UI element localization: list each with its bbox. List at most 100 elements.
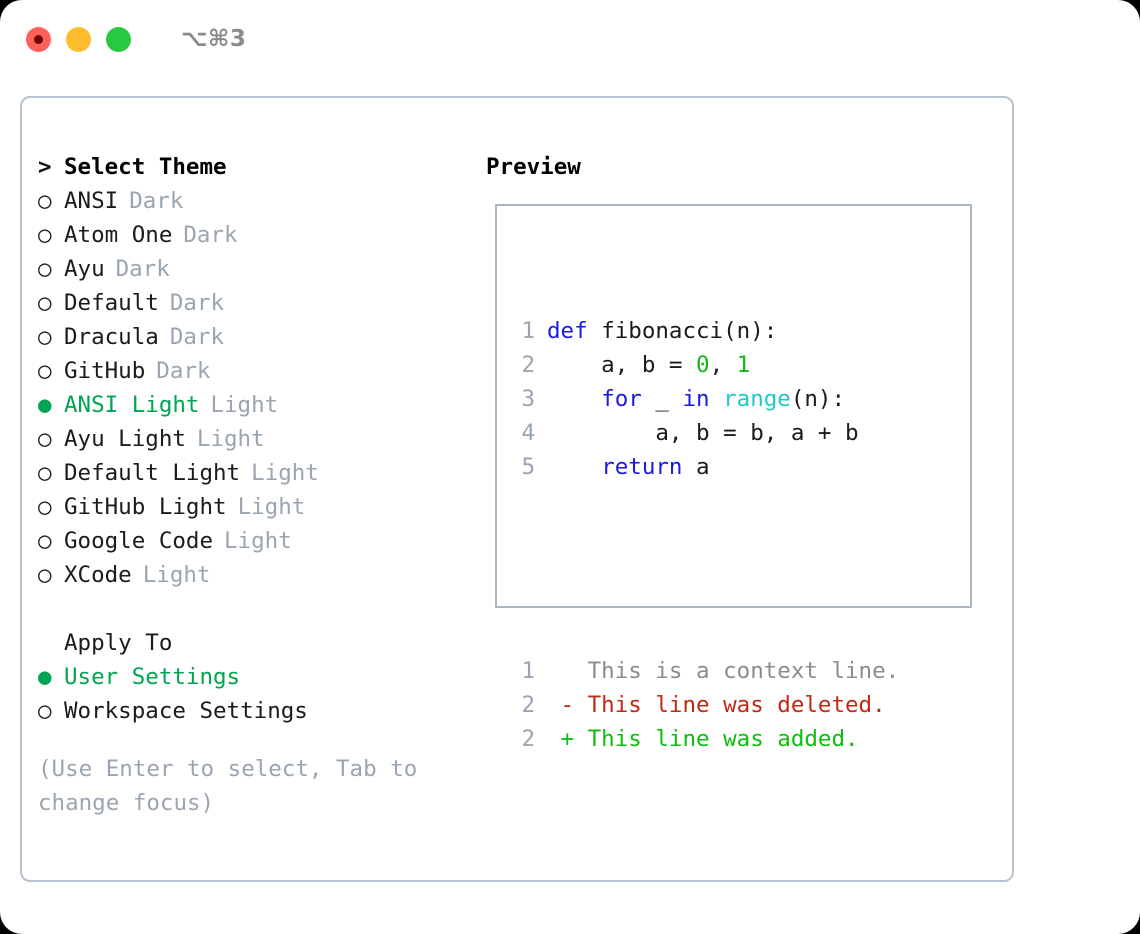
code-token: a, b = <box>547 352 697 378</box>
theme-category: Dark <box>183 222 238 248</box>
line-number: 1 <box>521 318 535 344</box>
code-line-text: return a <box>547 450 710 484</box>
theme-name: XCode <box>64 562 132 588</box>
code-line: 1 def fibonacci(n): <box>509 314 970 348</box>
theme-category: Dark <box>169 290 225 316</box>
theme-category: Light <box>237 494 306 520</box>
radio-unselected-icon[interactable]: ○ <box>38 562 52 588</box>
code-line: 4 a, b = b, a + b <box>509 416 970 450</box>
theme-name: Default Light <box>64 460 241 486</box>
theme-name: Ayu <box>64 256 105 282</box>
code-token <box>710 386 724 412</box>
radio-unselected-icon[interactable]: ○ <box>38 222 52 248</box>
theme-list-item[interactable]: ○ XCode Light <box>38 558 484 592</box>
traffic-light-controls <box>26 26 131 52</box>
theme-category: Dark <box>169 324 225 350</box>
theme-name: GitHub Light <box>64 494 227 520</box>
code-token: range <box>723 386 791 412</box>
apply-to-header: Apply To <box>38 626 484 660</box>
theme-category: Light <box>224 528 292 554</box>
theme-list-item[interactable]: ○ Google Code Light <box>38 524 484 558</box>
radio-selected-icon[interactable]: ● <box>38 392 52 418</box>
radio-unselected-icon[interactable]: ○ <box>38 256 52 282</box>
select-theme-title: Select Theme <box>64 154 227 180</box>
code-line-text: for _ in range(n): <box>547 382 845 416</box>
theme-name: Ayu Light <box>64 426 186 452</box>
keyboard-hint-text: (Use Enter to select, Tab to change focu… <box>38 756 418 816</box>
list-spacer <box>38 592 484 626</box>
apply-to-option[interactable]: ●User Settings <box>38 660 484 694</box>
radio-unselected-icon[interactable]: ○ <box>38 528 52 554</box>
code-token: in <box>682 386 710 412</box>
radio-unselected-icon[interactable]: ○ <box>38 290 52 316</box>
window-titlebar: ⌥⌘3 <box>0 0 1140 78</box>
keyboard-shortcut-label: ⌥⌘3 <box>181 26 247 52</box>
radio-unselected-icon[interactable]: ○ <box>38 494 52 520</box>
code-line-text: - This line was deleted. <box>547 688 886 722</box>
apply-to-label: Workspace Settings <box>64 698 308 724</box>
code-line-text: This is a context line. <box>547 654 900 688</box>
line-number: 2 <box>521 692 535 718</box>
theme-list-item[interactable]: ○ Atom One Dark <box>38 218 484 252</box>
theme-list-item[interactable]: ○ Dracula Dark <box>38 320 484 354</box>
radio-unselected-icon[interactable]: ○ <box>38 188 52 214</box>
recording-indicator-icon <box>34 34 43 44</box>
diff-line: 1 This is a context line. <box>509 654 970 688</box>
theme-name: GitHub <box>64 358 146 384</box>
theme-category: Light <box>210 392 279 418</box>
minimize-window-icon[interactable] <box>66 26 91 52</box>
radio-unselected-icon[interactable]: ○ <box>38 426 52 452</box>
theme-category: Light <box>196 426 265 452</box>
theme-name: Atom One <box>64 222 173 248</box>
theme-name: Dracula <box>64 324 159 350</box>
theme-list-item[interactable]: ● ANSI Light Light <box>38 388 484 422</box>
theme-list-item[interactable]: ○ Ayu Light Light <box>38 422 484 456</box>
theme-name: ANSI Light <box>64 392 200 418</box>
code-token: (n): <box>790 386 846 412</box>
line-number: 1 <box>521 658 535 684</box>
code-token: for <box>601 386 642 412</box>
code-token: 0 <box>696 352 710 378</box>
radio-unselected-icon[interactable]: ○ <box>38 698 52 724</box>
diff-line: 2 + This line was added. <box>509 722 970 756</box>
theme-list-item[interactable]: ○ GitHub Light Light <box>38 490 484 524</box>
apply-to-title: Apply To <box>64 630 173 656</box>
code-line-text: + This line was added. <box>547 722 859 756</box>
radio-unselected-icon[interactable]: ○ <box>38 460 52 486</box>
line-number: 4 <box>521 420 535 446</box>
theme-list-item[interactable]: ○ GitHub Dark <box>38 354 484 388</box>
select-theme-header: > Select Theme <box>38 150 484 184</box>
code-token: fibonacci(n): <box>601 318 778 344</box>
code-token: a <box>682 454 710 480</box>
radio-unselected-icon[interactable]: ○ <box>38 324 52 350</box>
code-token: _ <box>641 386 683 412</box>
code-line-text: def fibonacci(n): <box>547 314 777 348</box>
code-line-text: a, b = 0, 1 <box>547 348 750 382</box>
code-token <box>547 386 601 412</box>
maximize-window-icon[interactable] <box>106 26 131 52</box>
radio-unselected-icon[interactable]: ○ <box>38 358 52 384</box>
code-token: - This line was deleted. <box>547 692 886 718</box>
theme-category: Light <box>142 562 211 588</box>
line-number: 5 <box>521 454 535 480</box>
theme-category: Dark <box>156 358 211 384</box>
apply-to-option[interactable]: ○ Workspace Settings <box>38 694 484 728</box>
code-token: This is a context line. <box>547 658 900 684</box>
theme-name: Google Code <box>64 528 214 554</box>
theme-category: Dark <box>129 188 184 214</box>
prompt-arrow-icon: > <box>38 154 52 180</box>
radio-selected-icon[interactable]: ● <box>38 664 52 690</box>
close-window-icon[interactable] <box>26 26 51 52</box>
line-number: 2 <box>521 726 535 752</box>
